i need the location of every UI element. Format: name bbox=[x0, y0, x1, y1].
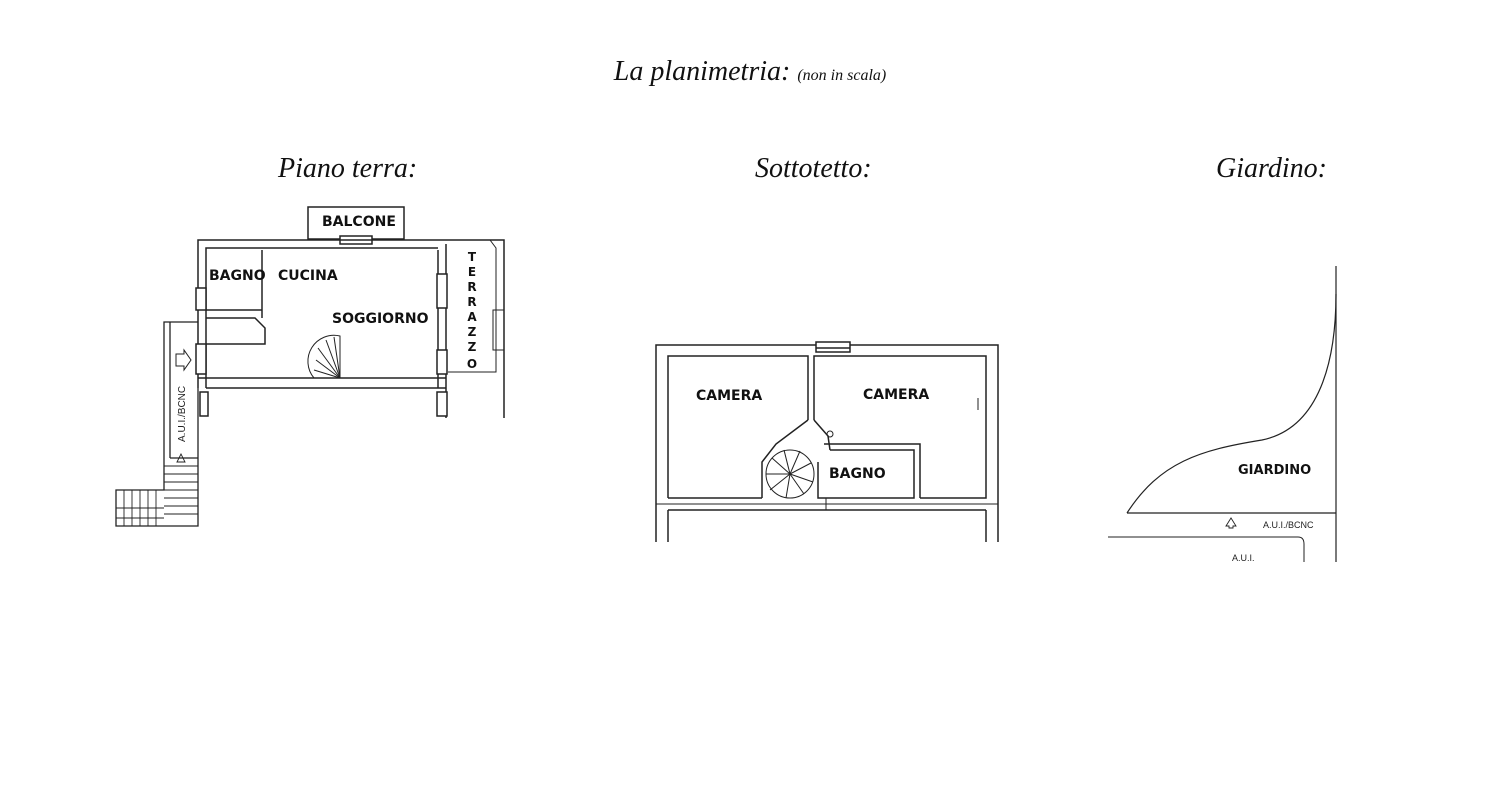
terrazzo-letter: Z bbox=[468, 325, 477, 339]
room-label-giardino: GIARDINO bbox=[1238, 463, 1311, 478]
stair-arrow-icon bbox=[176, 452, 186, 463]
room-label-bagno-attic: BAGNO bbox=[829, 466, 886, 482]
terrazzo-letter: A bbox=[467, 310, 477, 324]
ground-inner-wall bbox=[205, 247, 438, 388]
room-label-bagno-ground: BAGNO bbox=[209, 268, 266, 284]
ground-floor-plan bbox=[115, 206, 505, 527]
terrazzo-letter: E bbox=[468, 265, 476, 279]
garden-aui-label: A.U.I. bbox=[1232, 553, 1255, 563]
room-label-soggiorno: SOGGIORNO bbox=[332, 311, 429, 327]
ground-floor-title: Piano terra: bbox=[278, 153, 418, 184]
attic-plan bbox=[655, 341, 999, 542]
ground-corridor bbox=[115, 321, 199, 527]
corridor-arrow-icon bbox=[175, 348, 192, 372]
room-label-camera-left: CAMERA bbox=[696, 388, 762, 404]
page-title-text: La planimetria: bbox=[613, 56, 791, 87]
page-title: La planimetria: (non in scala) bbox=[0, 56, 1500, 88]
garden-arrow-icon bbox=[1225, 517, 1237, 529]
attic-title: Sottotetto: bbox=[755, 153, 872, 184]
room-label-balcone: BALCONE bbox=[322, 214, 396, 230]
garden-title: Giardino: bbox=[1216, 153, 1327, 184]
attic-spiral-staircase bbox=[765, 449, 815, 499]
terrazzo-letter: O bbox=[467, 357, 477, 371]
room-label-camera-right: CAMERA bbox=[863, 387, 929, 403]
garden-bcnc-label: A.U.I./BCNC bbox=[1263, 520, 1314, 530]
scale-note: (non in scala) bbox=[797, 67, 887, 84]
garden-plan bbox=[1108, 266, 1337, 562]
terrazzo-letter: Z bbox=[468, 340, 477, 354]
ground-spiral-staircase bbox=[307, 334, 341, 379]
corridor-label: A.U.I./BCNC bbox=[177, 386, 188, 442]
room-label-cucina: CUCINA bbox=[278, 268, 338, 284]
terrazzo-letter: T bbox=[468, 250, 477, 264]
terrazzo-label: T E R R A Z Z O bbox=[467, 250, 477, 371]
ground-outer-wall bbox=[197, 239, 505, 418]
terrazzo-letter: R bbox=[467, 295, 476, 309]
garden-curve-boundary bbox=[1126, 293, 1337, 514]
ground-exterior-stairs bbox=[116, 465, 198, 526]
terrazzo-letter: R bbox=[467, 280, 476, 294]
